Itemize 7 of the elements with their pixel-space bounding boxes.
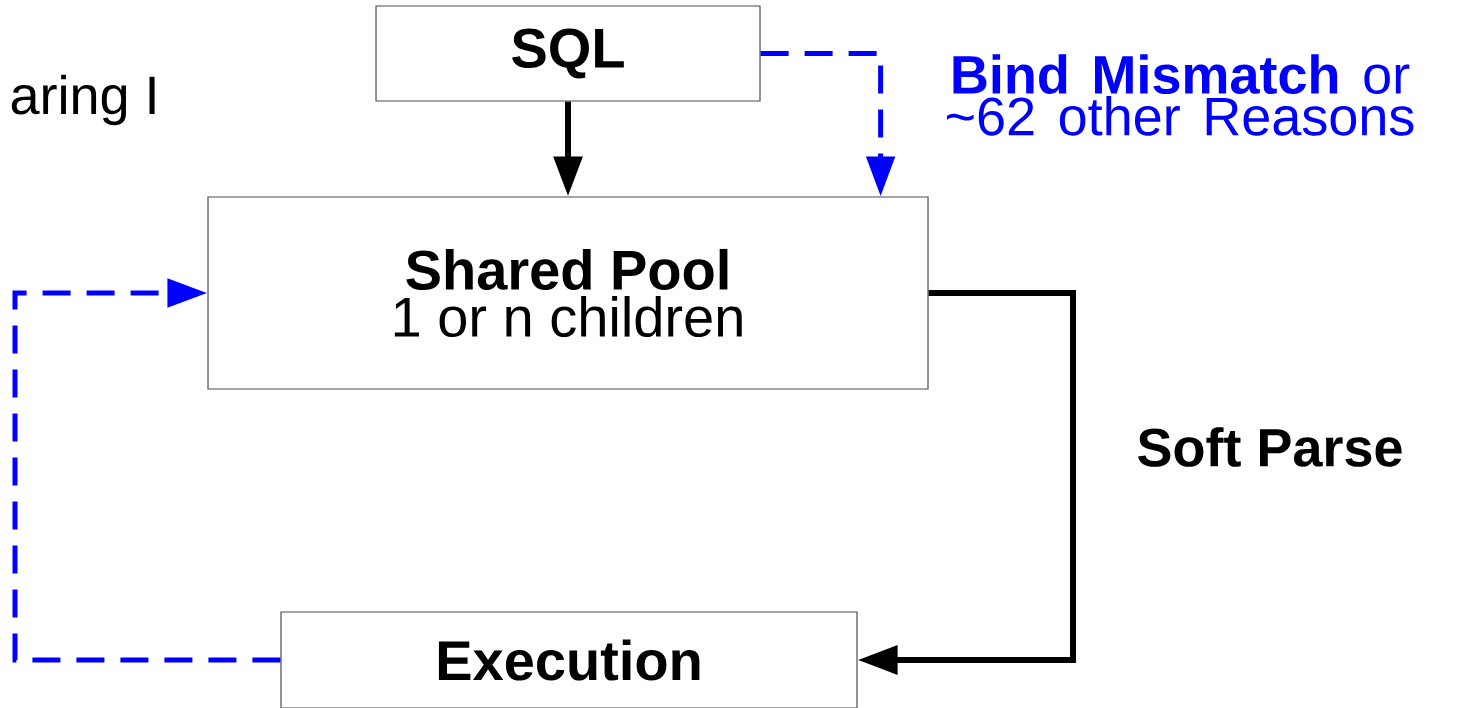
process-box: SQL [375,5,761,102]
heading-text: aring I [11,74,155,126]
arrow [12,278,281,663]
edge-label: Soft Parse [1138,427,1402,467]
process-box: Shared Pool 1 or n children [207,196,929,390]
process-box: Execution [280,611,858,708]
edge-label: Bind Mismatch or ~62 other Reasons [946,54,1414,136]
